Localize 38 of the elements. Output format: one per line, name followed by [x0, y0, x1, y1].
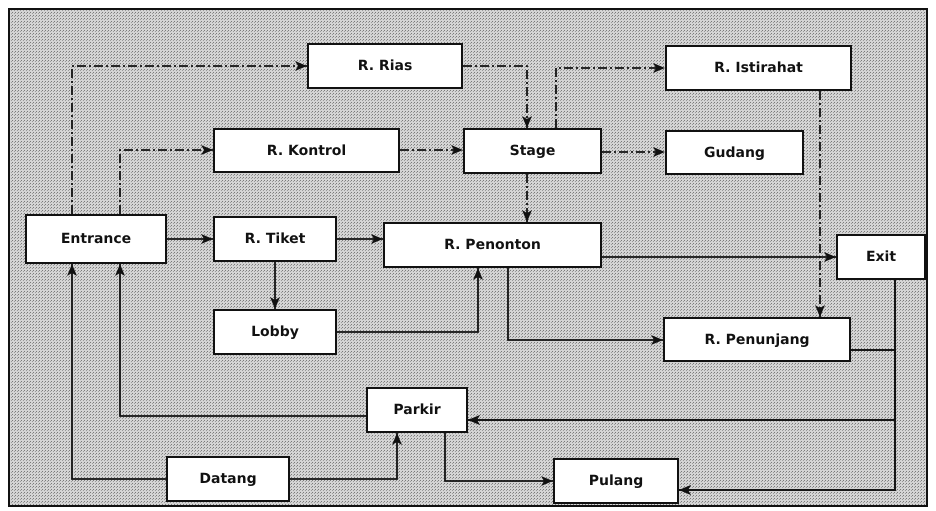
room-box: [836, 234, 926, 280]
arrow: [119, 145, 213, 214]
room-label: R. Penonton: [444, 237, 541, 253]
room-box: [383, 222, 602, 268]
arrow: [463, 65, 532, 128]
arrow: [679, 349, 896, 495]
room-label: Entrance: [60, 231, 132, 247]
room-label: R. Rias: [358, 58, 412, 74]
room-box: [25, 214, 167, 264]
room-label: R. Kontrol: [266, 142, 346, 158]
room-box: [213, 216, 337, 262]
room-label: R. Istirahat: [714, 60, 803, 76]
room-label: Parkir: [393, 402, 441, 418]
arrow: [555, 63, 665, 128]
room-label: Exit: [866, 249, 896, 265]
room-label: Pulang: [588, 473, 644, 489]
room-label: R. Penunjang: [704, 332, 810, 348]
room-label: Lobby: [251, 324, 299, 340]
room-box: [663, 317, 851, 362]
room-label: Gudang: [704, 144, 765, 160]
room-box: [213, 309, 337, 355]
arrow: [522, 174, 532, 222]
room-box: [213, 128, 400, 173]
room-box: [166, 456, 290, 502]
arrow: [270, 262, 280, 309]
room-box: [307, 43, 463, 89]
arrow: [71, 61, 307, 214]
arrow: [400, 145, 463, 155]
room-box: [665, 130, 804, 175]
room-label: Datang: [199, 471, 257, 487]
arrow: [115, 264, 366, 417]
arrow: [67, 264, 166, 480]
room-box: [553, 458, 679, 504]
room-box: [665, 45, 852, 91]
room-label: Stage: [510, 143, 556, 159]
room-label: R. Tiket: [244, 231, 306, 247]
room-box: [366, 387, 468, 433]
room-box: [463, 128, 602, 174]
